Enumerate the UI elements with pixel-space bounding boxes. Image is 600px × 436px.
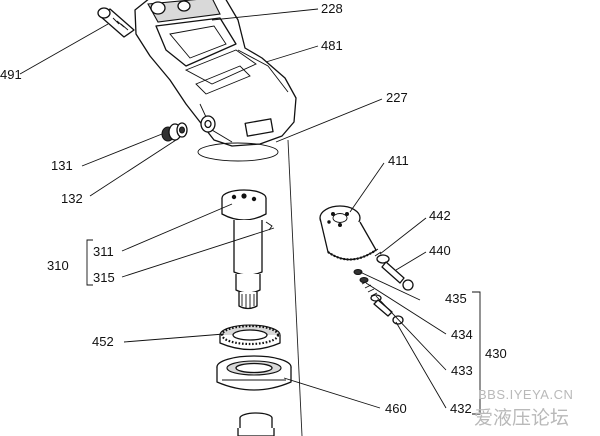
bevel-gear-part [319, 205, 377, 261]
label-411: 411 [388, 153, 409, 168]
lower-sleeve-part [237, 412, 275, 436]
label-430: 430 [485, 346, 507, 361]
poppet-part [381, 261, 414, 291]
label-440: 440 [429, 243, 451, 258]
assembly-axis-line [287, 139, 303, 436]
label-452: 452 [92, 334, 114, 349]
watermark-url: BBS.IYEYA.CN [478, 387, 573, 402]
bearing-part [216, 355, 292, 391]
watermark-name: 爱液压论坛 [474, 407, 569, 429]
plug-part [161, 122, 188, 142]
label-228: 228 [321, 1, 343, 16]
label-131: 131 [51, 158, 73, 173]
label-442: 442 [429, 208, 451, 223]
label-310: 310 [47, 258, 69, 273]
ring-gear-part [219, 324, 281, 351]
valve-stack-part [353, 269, 404, 325]
label-434: 434 [451, 327, 473, 342]
label-433: 433 [451, 363, 473, 378]
label-311: 311 [93, 244, 114, 259]
screw-part [97, 7, 135, 38]
label-435: 435 [445, 291, 467, 306]
label-132: 132 [61, 191, 83, 206]
spring-part [371, 248, 390, 264]
label-315: 315 [93, 270, 115, 285]
o-ring-part [197, 142, 279, 162]
leader-lines [19, 8, 481, 415]
label-460: 460 [385, 401, 407, 416]
label-491: 491 [0, 67, 22, 82]
label-481: 481 [321, 38, 343, 53]
drive-shaft-part [221, 189, 273, 310]
angle-housing-part [134, 0, 297, 147]
label-432: 432 [450, 401, 472, 416]
label-227: 227 [386, 90, 408, 105]
